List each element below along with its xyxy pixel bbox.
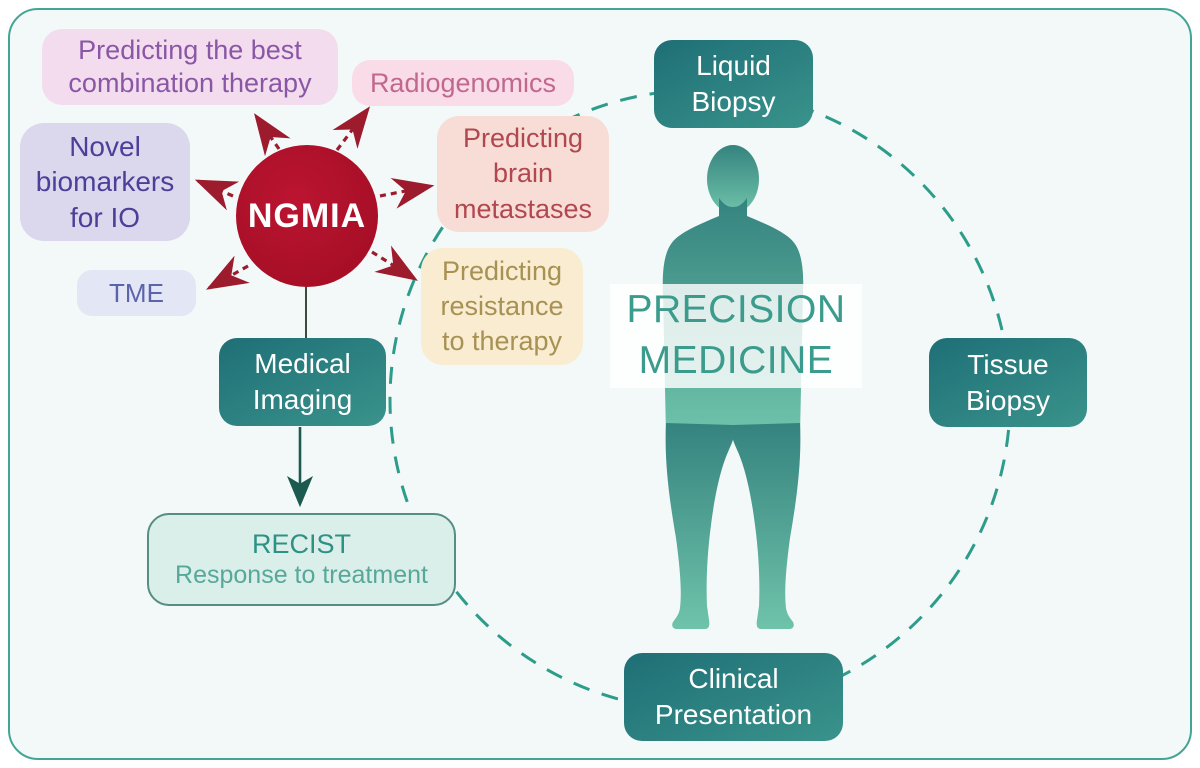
hub-label: NGMIA: [247, 196, 367, 235]
node-tme: TME: [77, 270, 196, 316]
recist-subtitle: Response to treatment: [175, 561, 428, 590]
node-liquid-biopsy: Liquid Biopsy: [654, 40, 813, 128]
node-tissue-biopsy: Tissue Biopsy: [929, 338, 1087, 427]
node-medical-imaging: Medical Imaging: [219, 338, 386, 426]
node-radiogenomics: Radiogenomics: [352, 60, 574, 106]
node-label: Clinical Presentation: [654, 663, 813, 730]
node-label: Predicting the best combination therapy: [68, 35, 312, 98]
node-label: Tissue Biopsy: [965, 348, 1051, 416]
node-label: Predicting resistance to therapy: [440, 255, 564, 357]
node-label: Radiogenomics: [369, 67, 557, 98]
precision-medicine-band: PRECISION MEDICINE: [610, 284, 862, 388]
hub-ngmia: NGMIA: [236, 145, 378, 287]
recist-title: RECIST: [251, 528, 351, 559]
node-label: Medical Imaging: [252, 348, 353, 415]
node-label: TME: [109, 277, 164, 308]
node-clinical-presentation: Clinical Presentation: [624, 653, 843, 741]
precision-medicine-label: PRECISION MEDICINE: [626, 288, 846, 382]
node-label: Predicting brain metastases: [453, 123, 593, 224]
node-recist: RECIST Response to treatment: [147, 513, 456, 606]
node-label: Novel biomarkers for IO: [35, 130, 175, 233]
node-label: Liquid Biopsy: [691, 50, 776, 117]
node-predicting-resistance-to-therapy: Predicting resistance to therapy: [421, 248, 583, 365]
node-predicting-best-combination-therapy: Predicting the best combination therapy: [42, 29, 338, 105]
node-novel-biomarkers-for-io: Novel biomarkers for IO: [20, 123, 190, 241]
node-predicting-brain-metastases: Predicting brain metastases: [437, 116, 609, 232]
